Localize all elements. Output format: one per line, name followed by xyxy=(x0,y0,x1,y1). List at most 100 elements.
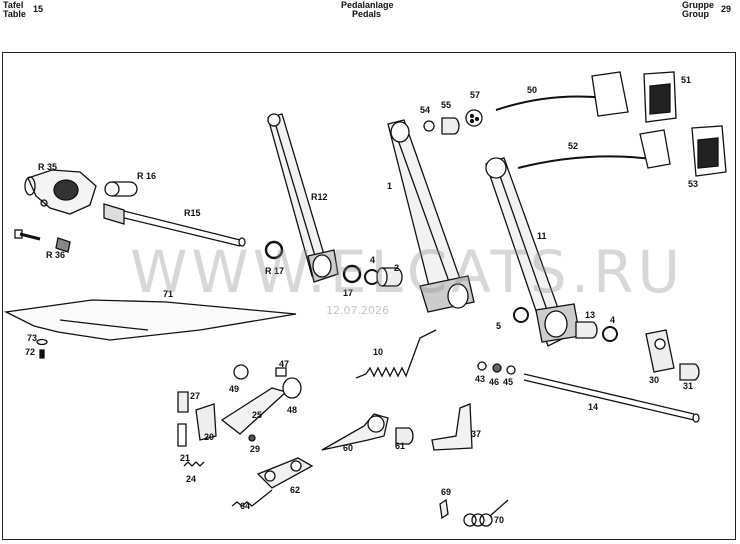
callout-r36: R 36 xyxy=(46,250,65,260)
part-55-bushing xyxy=(441,117,460,135)
callout-30: 30 xyxy=(649,375,659,385)
table-label: Table xyxy=(3,9,26,19)
callout-4: 4 xyxy=(370,255,375,265)
callout-4-b: 4 xyxy=(610,315,615,325)
part-r15-shaft xyxy=(103,203,246,247)
callout-21: 21 xyxy=(180,453,190,463)
page-title-en: Pedals xyxy=(352,9,382,19)
part-48 xyxy=(282,377,302,399)
part-20-bracket xyxy=(195,403,217,441)
part-37-lever xyxy=(431,403,473,451)
callout-r15: R15 xyxy=(184,208,201,218)
part-13-bushing xyxy=(575,321,598,339)
callout-51: 51 xyxy=(681,75,691,85)
part-61-bushing xyxy=(395,427,414,445)
gruppe-label: Gruppe xyxy=(682,0,715,10)
part-64-spring xyxy=(231,489,273,507)
part-71-shield xyxy=(3,299,297,341)
callout-31: 31 xyxy=(683,381,693,391)
callout-53: 53 xyxy=(688,179,698,189)
callout-47: 47 xyxy=(279,359,289,369)
callout-52: 52 xyxy=(568,141,578,151)
tafel-label: Tafel xyxy=(3,0,24,10)
part-70-spring xyxy=(463,499,509,527)
callout-11: 11 xyxy=(537,231,547,241)
callout-64: 64 xyxy=(240,501,250,511)
callout-54: 54 xyxy=(420,105,430,115)
callout-20: 20 xyxy=(204,432,214,442)
part-31-bushing xyxy=(679,363,700,381)
callout-5: 5 xyxy=(496,321,501,331)
callout-37: 37 xyxy=(471,429,481,439)
callout-13: 13 xyxy=(585,310,595,320)
callout-69: 69 xyxy=(441,487,451,497)
callout-29: 29 xyxy=(250,444,260,454)
part-72-screw xyxy=(39,349,45,359)
part-45 xyxy=(506,365,516,375)
callout-1: 1 xyxy=(387,181,392,191)
callout-r35: R 35 xyxy=(38,162,57,172)
group-number: 29 xyxy=(721,4,732,14)
part-50-rod xyxy=(495,95,607,111)
part-10-spring xyxy=(355,329,437,379)
part-14-shaft xyxy=(523,373,700,423)
callout-57: 57 xyxy=(470,90,480,100)
callout-10: 10 xyxy=(373,347,383,357)
callout-48: 48 xyxy=(287,405,297,415)
callout-72: 72 xyxy=(25,347,35,357)
callout-50: 50 xyxy=(527,85,537,95)
part-54-washer xyxy=(423,120,435,132)
group-label: Group xyxy=(682,9,709,19)
page-title-de: Pedalanlage xyxy=(341,0,394,10)
watermark-date: 12.07.2026 xyxy=(326,304,389,317)
part-51-pedal-pad xyxy=(591,71,677,123)
callout-45: 45 xyxy=(503,377,513,387)
part-r36-bolt xyxy=(14,229,71,253)
callout-r12: R12 xyxy=(311,192,328,202)
callout-14: 14 xyxy=(588,402,598,412)
callout-73: 73 xyxy=(27,333,37,343)
callout-46: 46 xyxy=(489,377,499,387)
callout-60: 60 xyxy=(343,443,353,453)
part-r16 xyxy=(104,181,120,197)
part-11-brake-lever xyxy=(485,157,581,347)
part-21-plate xyxy=(177,423,187,447)
callout-55: 55 xyxy=(441,100,451,110)
callout-71: 71 xyxy=(163,289,173,299)
part-73-washer xyxy=(36,338,48,346)
part-r12-lever xyxy=(267,113,339,283)
callout-62: 62 xyxy=(290,485,300,495)
watermark-text: WWW.ELCATS.RU xyxy=(130,238,684,306)
callout-43: 43 xyxy=(475,374,485,384)
part-29 xyxy=(248,434,256,442)
diagram-frame xyxy=(2,52,736,540)
part-1-clutch-lever xyxy=(387,119,475,313)
part-17-ring xyxy=(342,264,362,284)
table-number: 15 xyxy=(33,4,44,14)
callout-25: 25 xyxy=(252,410,262,420)
callout-70: 70 xyxy=(494,515,504,525)
part-49 xyxy=(233,364,249,380)
part-46 xyxy=(492,363,502,373)
callout-27: 27 xyxy=(190,391,200,401)
part-43 xyxy=(477,361,487,371)
part-4b-ring xyxy=(602,326,618,342)
part-27-plate xyxy=(177,391,189,413)
callout-r17: R 17 xyxy=(265,266,284,276)
part-5-ring xyxy=(513,307,529,323)
part-r17-ring xyxy=(264,240,284,260)
callout-61: 61 xyxy=(395,441,405,451)
part-53-pedal-pad xyxy=(639,125,727,177)
part-69-clip xyxy=(439,498,449,520)
part-52-rod xyxy=(517,155,661,169)
part-30-bracket xyxy=(645,329,675,373)
callout-17: 17 xyxy=(343,288,353,298)
part-57-plate xyxy=(465,109,483,127)
callout-24: 24 xyxy=(186,474,196,484)
callout-r16: R 16 xyxy=(137,171,156,181)
part-24-spring xyxy=(183,461,205,467)
callout-2: 2 xyxy=(394,263,399,273)
part-47 xyxy=(275,367,287,377)
callout-49: 49 xyxy=(229,384,239,394)
